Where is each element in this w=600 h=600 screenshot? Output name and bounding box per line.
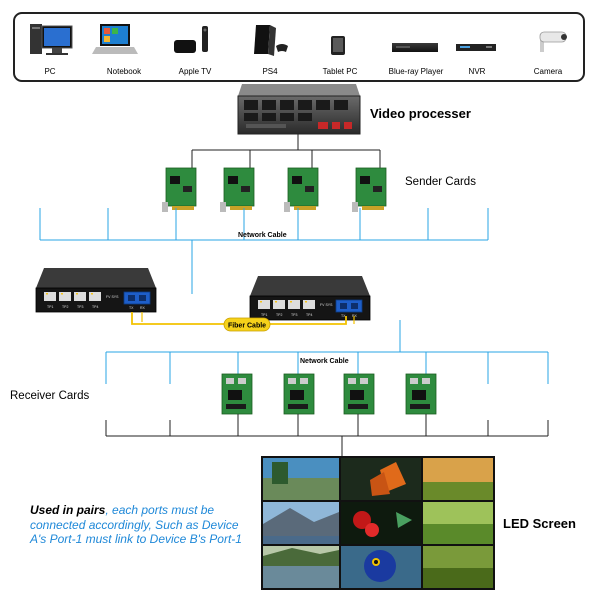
port-label: TP4: [306, 313, 312, 317]
sender-cards-label: Sender Cards: [405, 176, 476, 188]
nvr-icon: [456, 44, 496, 51]
processor-to-sender-lines: [191, 134, 381, 168]
screen-tile: [341, 458, 421, 500]
source-label-pc: PC: [44, 67, 55, 76]
receiver-card: [405, 373, 437, 415]
port-label: RX: [352, 314, 358, 318]
port-label: RX: [140, 306, 146, 310]
screen-tile: [263, 502, 339, 544]
receiver-to-screen-lines: [105, 414, 549, 456]
source-label-tablet: Tablet PC: [323, 67, 358, 76]
port-label: TP2: [62, 305, 68, 309]
receiver-card: [221, 373, 253, 415]
network-cable-top: [39, 208, 489, 294]
ps4-icon: [254, 25, 288, 56]
pairing-note: Used in pairs, each ports must be connec…: [30, 503, 250, 547]
port-label: TP1: [47, 305, 53, 309]
sender-cards: [162, 167, 387, 212]
source-label-bluray: Blue-ray Player: [389, 67, 444, 76]
screen-tile: [341, 546, 421, 588]
video-processor: [237, 84, 361, 135]
port-label: TP2: [276, 313, 282, 317]
source-label-notebook: Notebook: [107, 67, 142, 76]
led-screen: [261, 456, 495, 590]
fiber-converter-b: TP1 TP2 TP3 TP4 FV SYS TX RX: [249, 276, 371, 321]
fiber-cable-label: Fiber Cable: [228, 323, 266, 330]
camera-icon: [539, 31, 567, 52]
source-label-camera: Camera: [534, 67, 563, 76]
receiver-card: [343, 373, 375, 415]
sender-card: [162, 167, 197, 212]
receiver-cards-label: Receiver Cards: [10, 390, 89, 402]
screen-tile: [263, 458, 339, 500]
network-cable-bottom: [105, 320, 549, 384]
led-screen-label: LED Screen: [503, 516, 576, 531]
pairing-note-lead: Used in pairs: [30, 503, 106, 517]
source-panel: PC Notebook Apple TV PS4 Tablet PC Blue-…: [13, 12, 585, 82]
pc-icon: [30, 24, 73, 55]
screen-tile: [263, 546, 339, 588]
screen-tile: [423, 502, 493, 544]
receiver-cards: [221, 373, 437, 415]
video-processor-label: Video processer: [370, 106, 471, 121]
notebook-icon: [92, 24, 138, 54]
fiber-cable-badge: [223, 317, 271, 332]
port-label: TP3: [77, 305, 83, 309]
bluray-player-icon: [392, 43, 438, 52]
network-cable-top-label: Network Cable: [238, 232, 287, 239]
port-label: TX: [129, 306, 134, 310]
sender-card: [352, 167, 387, 212]
screen-tile: [341, 502, 421, 544]
apple-tv-icon: [174, 26, 208, 53]
sender-card: [220, 167, 255, 212]
tablet-icon: [331, 36, 345, 55]
source-label-apple-tv: Apple TV: [179, 67, 212, 76]
pairing-note-text: , each ports must be connected according…: [30, 503, 242, 546]
sender-card: [284, 167, 319, 212]
source-label-ps4: PS4: [262, 67, 278, 76]
screen-tile: [423, 458, 493, 500]
status-label: FV SYS: [320, 303, 333, 307]
source-label-nvr: NVR: [469, 67, 486, 76]
receiver-card: [283, 373, 315, 415]
fiber-cable-line: [141, 312, 355, 324]
network-cable-bottom-label: Network Cable: [300, 358, 349, 365]
port-label: TP3: [291, 313, 297, 317]
port-label: TP1: [261, 313, 267, 317]
source-panel-frame: [13, 12, 585, 82]
fiber-converter-a: TP1 TP2 TP3 TP4 FV SYS TX RX: [35, 268, 157, 313]
status-label: FV SYS: [106, 295, 119, 299]
port-label: TP4: [92, 305, 98, 309]
port-label: TX: [341, 314, 346, 318]
screen-tile: [423, 546, 493, 588]
